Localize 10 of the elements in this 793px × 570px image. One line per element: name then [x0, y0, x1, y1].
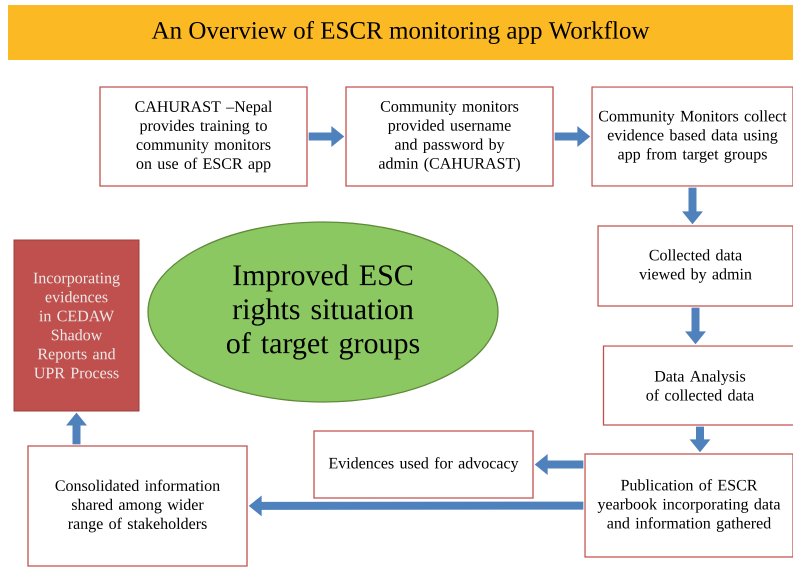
process-box: Publication of ESCR yearbook incorporating data and information gathered	[584, 453, 793, 558]
process-box: CAHURAST –Nepal provides training to community monitors on use of ESCR app	[99, 86, 308, 187]
title-banner: An Overview of ESCR monitoring app Workflow	[8, 5, 793, 60]
process-box: Consolidated information shared among wider range of stakeholders	[27, 445, 248, 567]
process-box: Data Analysis of collected data	[602, 345, 793, 426]
process-box: Evidences used for advocacy	[313, 430, 534, 499]
process-box: Community Monitors collect evidence based data using app from target groups	[591, 86, 793, 187]
outcome-box: Incorporating evidences in CEDAW Shadow Reports and UPR Process	[14, 240, 140, 412]
process-box: Community monitors provided username and password by admin (CAHURAST)	[345, 86, 554, 187]
process-box: Collected data viewed by admin	[597, 225, 793, 307]
